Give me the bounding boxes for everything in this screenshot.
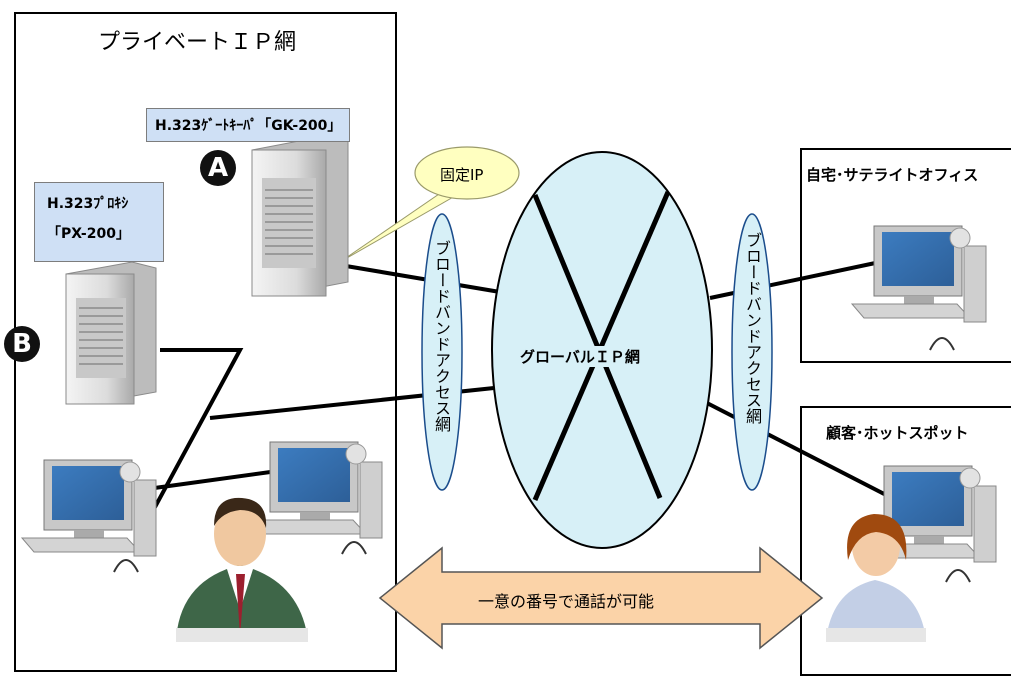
badge-b: B bbox=[4, 326, 40, 362]
network-diagram: プライベートＩＰ網 自宅･サテライトオフィス 顧客･ホットスポット bbox=[4, 12, 1011, 676]
bottom-double-arrow bbox=[378, 546, 824, 650]
broadband-left-ellipse bbox=[421, 213, 463, 491]
pc-middle bbox=[246, 441, 383, 555]
line-gk-to-global bbox=[339, 263, 501, 294]
pc-customer bbox=[860, 465, 997, 583]
proxy-label-line1: H.323ﾌﾟﾛｷｼ bbox=[47, 196, 129, 212]
diagram-graphics bbox=[20, 135, 997, 650]
fixed-ip-bubble bbox=[414, 146, 520, 200]
pc-left bbox=[20, 459, 157, 573]
businessman-figure bbox=[176, 497, 308, 642]
home-office-title: 自宅･サテライトオフィス bbox=[806, 166, 979, 184]
proxy-label: H.323ﾌﾟﾛｷｼ 「PX-200」 bbox=[34, 182, 164, 262]
broadband-left-label: ブロードバンドアクセス網 bbox=[432, 240, 451, 432]
pc-home-office bbox=[850, 225, 987, 351]
broadband-right-ellipse bbox=[731, 213, 773, 491]
customer-title: 顧客･ホットスポット bbox=[826, 424, 969, 442]
bottom-arrow-label: 一意の番号で通話が可能 bbox=[478, 592, 655, 611]
gatekeeper-server bbox=[251, 135, 349, 297]
badge-a: A bbox=[200, 150, 236, 186]
line-pc-to-pc bbox=[139, 468, 286, 492]
woman-figure bbox=[826, 514, 926, 642]
fixed-ip-label: 固定IP bbox=[440, 166, 484, 184]
line-global-to-customer bbox=[704, 400, 891, 499]
global-network-label: グローバルＩＰ網 bbox=[520, 346, 640, 367]
gatekeeper-label: H.323ｹﾞｰﾄｷｰﾊﾟ「GK-200」 bbox=[146, 108, 351, 142]
broadband-right-label: ブロードバンドアクセス網 bbox=[743, 232, 762, 424]
line-proxy-to-pc bbox=[146, 348, 244, 521]
private-network-title: プライベートＩＰ網 bbox=[98, 30, 297, 55]
proxy-server bbox=[65, 261, 157, 405]
proxy-label-line2: 「PX-200」 bbox=[47, 226, 130, 242]
